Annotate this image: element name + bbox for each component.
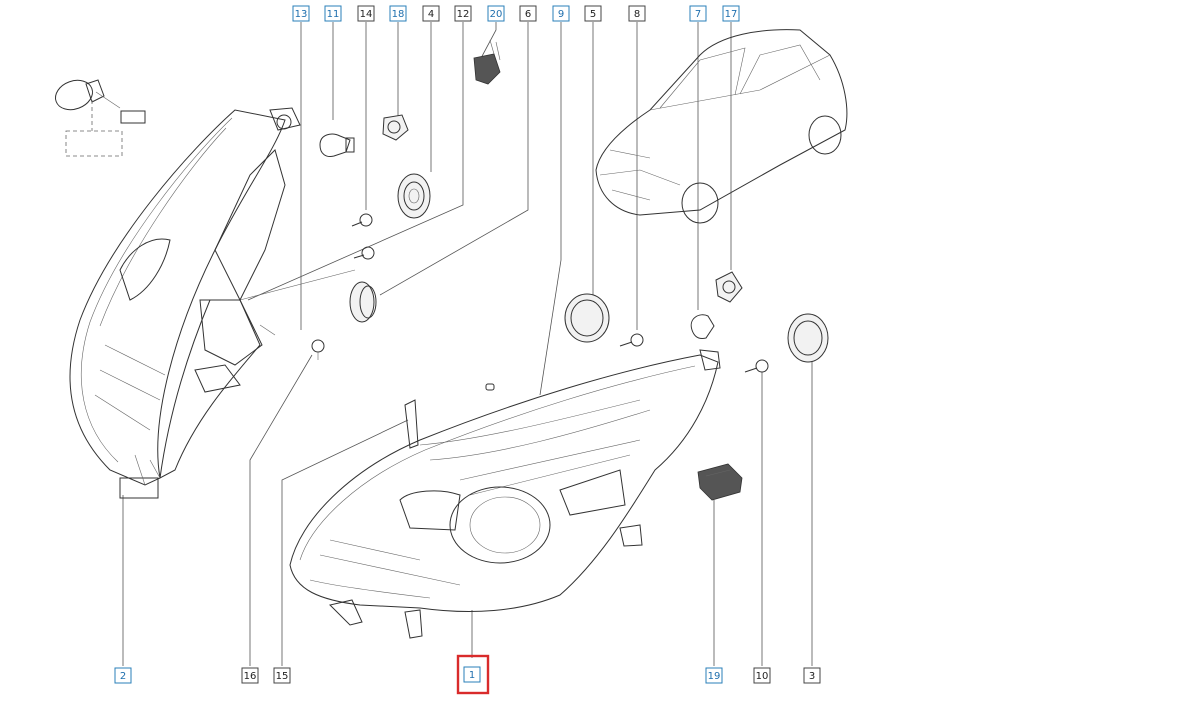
screw-10 <box>744 359 769 373</box>
callout-4: 4 <box>422 5 440 22</box>
cap-6 <box>349 281 377 323</box>
svg-text:2: 2 <box>120 671 126 682</box>
cap-4 <box>397 173 431 219</box>
svg-text:15: 15 <box>276 671 289 682</box>
clip-16 <box>311 339 325 360</box>
callout-18[interactable]: 18 <box>389 5 407 22</box>
callout-3: 3 <box>803 667 821 684</box>
callout-10: 10 <box>753 667 771 684</box>
callout-9[interactable]: 9 <box>552 5 570 22</box>
callout-8: 8 <box>628 5 646 22</box>
callout-20[interactable]: 20 <box>487 5 505 22</box>
callout-1-highlighted[interactable]: 1 <box>456 654 490 695</box>
callout-17[interactable]: 17 <box>722 5 740 22</box>
svg-text:19: 19 <box>708 671 721 682</box>
svg-text:1: 1 <box>469 670 475 681</box>
bracket-20 <box>473 39 501 85</box>
small-bulb-detail <box>55 79 146 157</box>
svg-text:16: 16 <box>244 671 257 682</box>
bulb-holder-17 <box>715 271 743 303</box>
svg-text:17: 17 <box>725 9 738 20</box>
callout-19[interactable]: 19 <box>705 667 723 684</box>
cap-5 <box>564 293 610 343</box>
svg-text:8: 8 <box>634 9 640 20</box>
svg-text:11: 11 <box>327 9 340 20</box>
svg-text:7: 7 <box>695 9 701 20</box>
svg-text:10: 10 <box>756 671 769 682</box>
small-part-9 <box>485 383 495 391</box>
screw-8 <box>619 333 644 347</box>
car-silhouette <box>595 29 848 224</box>
callout-11[interactable]: 11 <box>324 5 342 22</box>
module-19 <box>697 463 743 501</box>
bulb-11 <box>319 133 355 157</box>
screw-12 <box>353 246 375 260</box>
callout-15: 15 <box>273 667 291 684</box>
callout-2[interactable]: 2 <box>114 667 132 684</box>
callout-6: 6 <box>519 5 537 22</box>
bulb-7 <box>690 314 715 339</box>
svg-text:4: 4 <box>428 9 434 20</box>
svg-text:3: 3 <box>809 671 815 682</box>
svg-text:18: 18 <box>392 9 405 20</box>
screw-14 <box>351 213 373 227</box>
callout-13[interactable]: 13 <box>292 5 310 22</box>
callout-14: 14 <box>357 5 375 22</box>
svg-text:20: 20 <box>490 9 503 20</box>
callout-12: 12 <box>454 5 472 22</box>
cap-3 <box>787 313 829 363</box>
svg-text:5: 5 <box>590 9 596 20</box>
svg-text:12: 12 <box>457 9 470 20</box>
svg-text:9: 9 <box>558 9 564 20</box>
svg-text:13: 13 <box>295 9 308 20</box>
svg-text:14: 14 <box>360 9 373 20</box>
headlamp-front-view <box>289 349 721 639</box>
bulb-holder-18 <box>382 114 409 141</box>
svg-text:6: 6 <box>525 9 531 20</box>
leader-lines <box>122 22 813 666</box>
callout-5: 5 <box>584 5 602 22</box>
headlamp-rear-view <box>69 107 301 499</box>
callout-7[interactable]: 7 <box>689 5 707 22</box>
callout-16: 16 <box>241 667 259 684</box>
